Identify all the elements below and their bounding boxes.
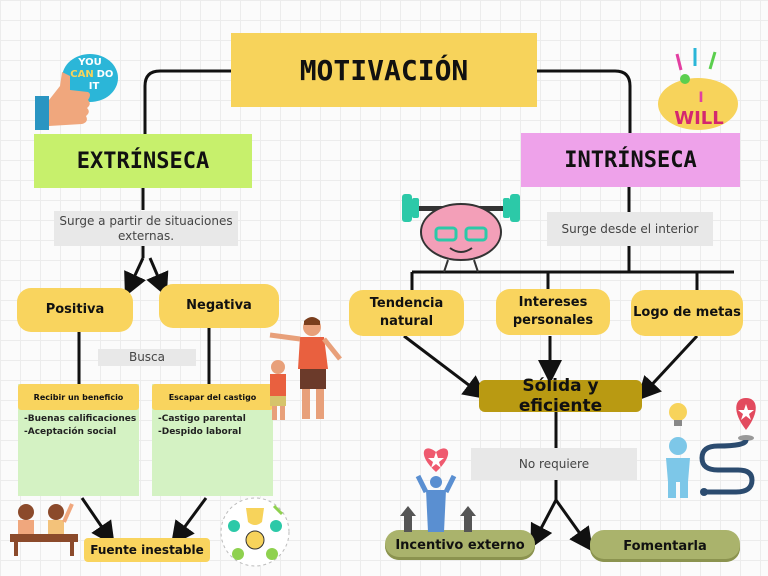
branch-tendencia: Tendencia natural <box>349 290 464 336</box>
intrinsic-heading: INTRÍNSECA <box>521 133 740 187</box>
list-item: -Despido laboral <box>158 427 242 437</box>
sticker-text: YOU <box>77 57 102 68</box>
thumbs-up-icon: YOU CAN DO IT <box>32 50 118 134</box>
svg-text:I: I <box>698 90 703 106</box>
fomentarla: Fomentarla <box>590 530 740 562</box>
extrinsic-note: Surge a partir de situaciones externas. <box>54 211 238 246</box>
branch-intereses: Intereses personales <box>496 289 610 335</box>
lightbulb-person-icon <box>656 396 696 500</box>
svg-text:WILL: WILL <box>674 108 724 129</box>
intrinsic-note: Surge desde el interior <box>547 212 713 246</box>
no-requiere: No requiere <box>471 448 637 480</box>
svg-text:CAN: CAN <box>70 69 93 80</box>
fuente-inestable: Fuente inestable <box>84 538 210 562</box>
list-item: -Castigo parental <box>158 414 246 424</box>
busca-label: Busca <box>98 349 196 366</box>
students-icon <box>8 500 80 558</box>
father-scolding-icon <box>262 315 344 423</box>
negative-tab: Escapar del castigo <box>152 384 273 410</box>
positive-tab: Recibir un beneficio <box>18 384 139 410</box>
list-item: -Buenas calificaciones <box>24 414 137 424</box>
reward-network-icon <box>218 496 292 568</box>
map-pin-path-icon <box>698 396 764 500</box>
svg-text:DO: DO <box>97 69 114 80</box>
brain-dumbbell-icon <box>398 186 524 274</box>
main-title: MOTIVACIÓN <box>231 33 537 107</box>
solida-eficiente: Sólida y eficiente <box>479 376 642 416</box>
negative-pill: Negativa <box>159 284 279 328</box>
positive-pill: Positiva <box>17 288 133 332</box>
list-item: -Aceptación social <box>24 427 117 437</box>
incentivo-externo: Incentivo externo <box>385 530 535 560</box>
svg-text:IT: IT <box>89 81 100 92</box>
extrinsic-heading: EXTRÍNSECA <box>34 134 252 188</box>
heart-person-icon <box>386 440 490 532</box>
i-will-icon: I WILL <box>655 44 741 132</box>
branch-logo: Logo de metas <box>631 290 743 336</box>
